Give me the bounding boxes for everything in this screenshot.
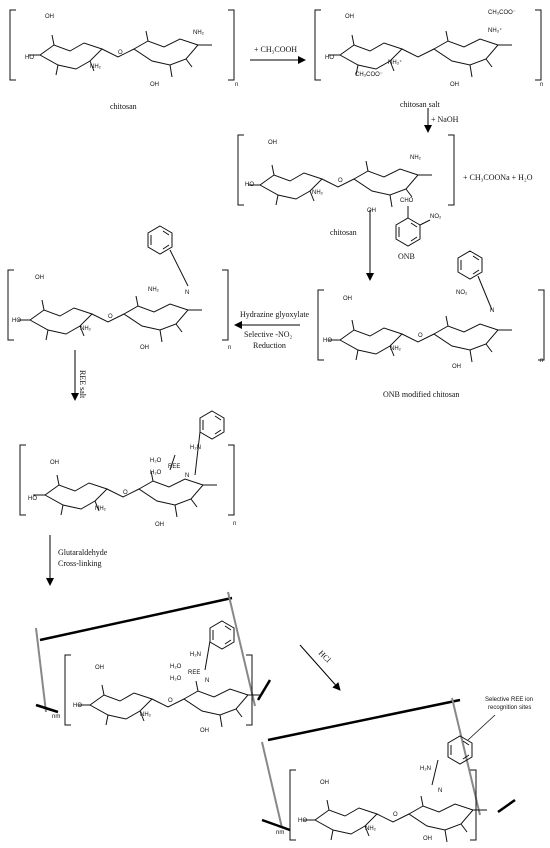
atom-ree: REE bbox=[188, 670, 201, 676]
atom-n: N bbox=[438, 788, 443, 794]
label-reduction: Reduction bbox=[253, 341, 286, 350]
atom-nh2: NH₂ bbox=[365, 826, 376, 832]
atom-oh: OH bbox=[268, 140, 277, 146]
onb-structure bbox=[395, 206, 431, 247]
reduced-structure bbox=[7, 225, 229, 343]
atom-nh2: NH₂ bbox=[90, 64, 101, 70]
atom-nh2: NH₂ bbox=[312, 190, 323, 196]
atom-oh: OH bbox=[200, 728, 209, 734]
atom-n: N bbox=[490, 308, 495, 314]
atom-o: O bbox=[393, 812, 398, 818]
label-recognition: recognition sites bbox=[488, 705, 532, 711]
label-chitosan-top: chitosan bbox=[110, 102, 137, 111]
atom-h2o: H₂O bbox=[170, 664, 182, 670]
atom-oh: OH bbox=[343, 296, 352, 302]
atom-h2n: H₂N bbox=[190, 445, 201, 451]
atom-n: N bbox=[205, 678, 210, 684]
label-chitosan-salt: chitosan salt bbox=[400, 100, 440, 109]
label-crosslinking: Cross-linking bbox=[58, 559, 102, 568]
atom-h2o: H₂O bbox=[150, 458, 162, 464]
label-chitosan-mid: chitosan bbox=[330, 228, 357, 237]
atom-n: N bbox=[185, 290, 190, 296]
atom-oh: OH bbox=[35, 275, 44, 281]
subscript-n: n bbox=[233, 521, 237, 527]
subscript-n: n bbox=[235, 82, 239, 88]
atom-ho: HO bbox=[325, 55, 334, 61]
atom-oh: OH bbox=[140, 345, 149, 351]
atom-cho: CHO bbox=[400, 198, 414, 204]
atom-o: O bbox=[168, 698, 173, 704]
label-reagent-acid: + CH₃COOH bbox=[254, 45, 298, 54]
chitosan-structure-1 bbox=[9, 9, 235, 81]
label-byproduct: + CH₃COONa + H₂O bbox=[463, 173, 533, 182]
crosslinked-complex-structure bbox=[35, 591, 272, 728]
atom-acetate: CH₃COO⁻ bbox=[355, 72, 383, 78]
atom-h2n: H₂N bbox=[420, 766, 431, 772]
atom-oh: OH bbox=[452, 364, 461, 370]
atom-oh: OH bbox=[423, 836, 432, 842]
atom-nh3: NH₃⁺ bbox=[488, 28, 503, 34]
atom-oh: OH bbox=[320, 780, 329, 786]
atom-nh2: NH₂ bbox=[390, 346, 401, 352]
label-hydrazine: Hydrazine glyoxylate bbox=[240, 310, 310, 319]
atom-nh2: NH₂ bbox=[95, 506, 106, 512]
subscript-n: n bbox=[228, 345, 232, 351]
atom-o: O bbox=[118, 50, 123, 56]
subscript-n: n bbox=[540, 82, 544, 88]
label-glutaraldehyde: Glutaraldehyde bbox=[58, 548, 108, 557]
atom-nh2: NH₂ bbox=[410, 155, 421, 161]
onb-modified-structure bbox=[317, 250, 545, 363]
atom-h2o: H₂O bbox=[170, 676, 182, 682]
arrow-hcl bbox=[299, 644, 341, 691]
subscript-nm: nm bbox=[52, 714, 61, 720]
atom-h2o: H₂O bbox=[150, 470, 162, 476]
subscript-nm: nm bbox=[276, 830, 285, 836]
atom-nh2: NH₂ bbox=[80, 326, 91, 332]
atom-o: O bbox=[123, 490, 128, 496]
ree-complex-structure bbox=[19, 410, 235, 518]
atom-no2: NO₂ bbox=[430, 214, 442, 220]
atom-o: O bbox=[108, 314, 113, 320]
atom-n: N bbox=[185, 473, 190, 479]
atom-nh2: NH₂ bbox=[193, 30, 204, 36]
atom-ho: HO bbox=[28, 496, 37, 502]
atom-oh: OH bbox=[345, 14, 354, 20]
atom-ho: HO bbox=[245, 182, 254, 188]
atom-oh: OH bbox=[450, 82, 459, 88]
atom-ho: HO bbox=[25, 55, 34, 61]
atom-o: O bbox=[338, 178, 343, 184]
atom-oh: OH bbox=[45, 14, 54, 20]
atom-ho: HO bbox=[73, 703, 82, 709]
label-selective-ree: Selective REE ion bbox=[485, 697, 534, 703]
atom-nh2: NH₂ bbox=[140, 712, 151, 718]
atom-ho: HO bbox=[12, 318, 21, 324]
label-ree-salt: REE salt bbox=[78, 370, 87, 399]
label-reagent-base: + NaOH bbox=[431, 115, 459, 124]
label-onb-modified: ONB modified chitosan bbox=[383, 390, 460, 399]
label-selective-no2: Selective -NO₂ bbox=[244, 330, 293, 339]
atom-oh: OH bbox=[50, 460, 59, 466]
atom-acetate: CH₃COO⁻ bbox=[488, 10, 516, 16]
atom-ho: HO bbox=[298, 818, 307, 824]
subscript-n: n bbox=[540, 358, 544, 364]
atom-o: O bbox=[418, 333, 423, 339]
label-onb: ONB bbox=[398, 252, 415, 261]
atom-ree: REE bbox=[168, 464, 181, 470]
atom-no2: NO₂ bbox=[456, 290, 468, 296]
atom-ho: HO bbox=[323, 338, 332, 344]
imprinted-polymer-structure bbox=[261, 697, 516, 843]
atom-oh: OH bbox=[155, 522, 164, 528]
atom-oh: OH bbox=[95, 665, 104, 671]
atom-nh3: NH₃⁺ bbox=[388, 60, 403, 66]
atom-h2n: H₂N bbox=[190, 652, 201, 658]
atom-oh: OH bbox=[150, 82, 159, 88]
atom-oh: OH bbox=[367, 208, 376, 214]
atom-nh2: NH₂ bbox=[148, 287, 159, 293]
